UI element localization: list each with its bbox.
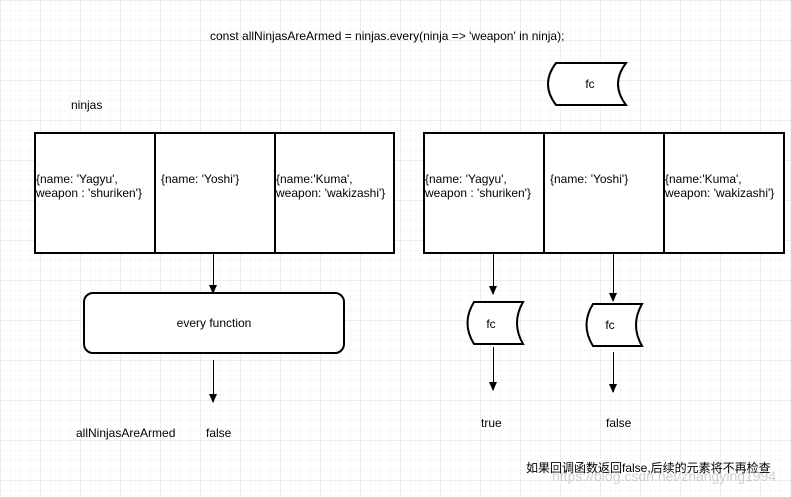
callback-label: fc [486, 317, 496, 331]
array-cell-text: {name: 'Yagyu', weapon : 'shuriken'} [425, 172, 531, 200]
array-cell-text: {name: 'Yoshi'} [550, 172, 629, 186]
array-cell-text: {name:'Kuma', weapon: 'wakizashi'} [276, 172, 386, 200]
every-function-box: every function [83, 292, 345, 354]
callback-shape-top [547, 62, 629, 106]
watermark: https://blog.csdn.net/zhangying1994 [552, 468, 777, 484]
arrow-down [209, 254, 217, 294]
result-value: false [206, 426, 232, 440]
array-cell-text: {name: 'Yoshi'} [161, 172, 240, 186]
array-cell-2: {name: 'Yoshi'} [154, 132, 276, 254]
arrow-down [609, 352, 617, 393]
array-cell-2: {name: 'Yoshi'} [543, 132, 665, 254]
array-cell-3: {name:'Kuma', weapon: 'wakizashi'} [663, 132, 785, 254]
array-cell-1: {name: 'Yagyu', weapon : 'shuriken'} [34, 132, 156, 254]
array-cell-3: {name:'Kuma', weapon: 'wakizashi'} [274, 132, 395, 254]
note-text: 如果回调函数返回false,后续的元素将不再检查 [526, 461, 771, 475]
arrow-down [209, 360, 217, 403]
array-cell-text: {name: 'Yagyu', weapon : 'shuriken'} [36, 172, 142, 200]
array-label: ninjas [71, 98, 103, 112]
code-line: const allNinjasAreArmed = ninjas.every(n… [210, 29, 565, 43]
callback-shape [585, 303, 644, 347]
callback-result: true [481, 416, 502, 430]
callback-label: fc [605, 318, 615, 332]
result-name: allNinjasAreArmed [76, 426, 176, 440]
array-cell-text: {name:'Kuma', weapon: 'wakizashi'} [665, 172, 775, 200]
callback-label: fc [585, 77, 595, 91]
callback-result: false [606, 416, 632, 430]
every-function-label: every function [176, 316, 252, 330]
arrow-down [489, 347, 497, 391]
array-cell-1: {name: 'Yagyu', weapon : 'shuriken'} [423, 132, 545, 254]
arrow-down [609, 254, 617, 302]
callback-shape [466, 301, 525, 345]
arrow-down [489, 254, 497, 295]
